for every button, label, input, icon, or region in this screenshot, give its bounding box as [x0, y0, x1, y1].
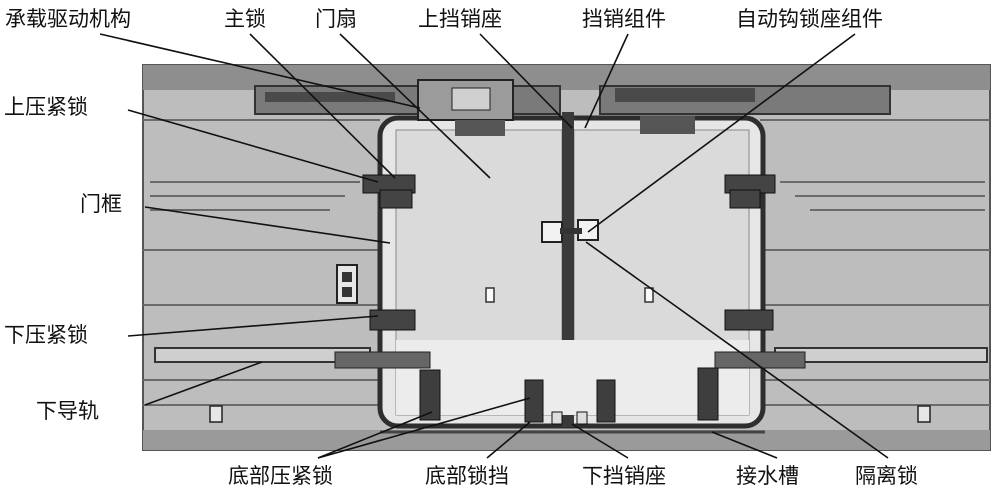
leader-lower-pin-seat — [571, 423, 629, 459]
leader-isolation-lock — [585, 241, 889, 459]
label-bottom-lock-stop: 底部锁挡 — [425, 464, 509, 488]
label-pin-assembly: 挡销组件 — [582, 7, 666, 31]
leader-lines — [99, 33, 889, 459]
small-fixtures — [209, 405, 931, 423]
label-upper-pin-seat: 上挡销座 — [418, 7, 502, 31]
leader-bottom-clamp-lock-b — [317, 397, 531, 459]
leader-lower-clamp-lock — [127, 315, 379, 337]
label-main-lock: 主锁 — [224, 7, 266, 31]
leader-bottom-lock-stop — [486, 421, 531, 459]
carrier-drive-mechanism — [254, 79, 891, 136]
label-door-frame: 门框 — [80, 192, 122, 216]
side-switch-box — [336, 264, 358, 304]
leader-carrier-drive — [99, 33, 421, 109]
lower-guide-rails — [154, 347, 988, 369]
lower-window-area — [396, 340, 749, 415]
label-carrier-drive: 承载驱动机构 — [5, 7, 131, 31]
label-isolation-lock: 隔离锁 — [855, 464, 918, 488]
label-bottom-clamp-lock: 底部压紧锁 — [228, 464, 333, 488]
left-side-panels — [143, 119, 380, 406]
bottom-locks — [419, 367, 719, 425]
leader-lower-rail — [144, 361, 263, 406]
leader-door-leaf — [339, 33, 491, 179]
label-lower-pin-seat: 下挡销座 — [582, 464, 666, 488]
label-auto-hook-seat: 自动钩锁座组件 — [736, 7, 883, 31]
label-drain-channel: 接水槽 — [736, 464, 799, 488]
upper-clamp-locks — [362, 174, 776, 209]
leader-door-frame — [144, 206, 391, 244]
leader-upper-pin-seat — [479, 33, 573, 129]
auto-hook-lock-seat — [541, 219, 599, 243]
label-door-leaf: 门扇 — [315, 7, 357, 31]
structure-bottom-band — [143, 430, 990, 450]
label-lower-rail: 下导轨 — [36, 399, 99, 423]
leader-drain-channel — [711, 431, 778, 459]
leader-main-lock — [249, 33, 396, 179]
leader-bottom-clamp-lock-a — [317, 411, 433, 459]
label-lower-clamp-lock: 下压紧锁 — [4, 323, 88, 347]
lower-clamp-locks — [369, 309, 774, 331]
right-side-panels — [760, 119, 990, 406]
leader-pin-assembly — [584, 33, 629, 129]
door-handles — [485, 287, 654, 303]
leader-auto-hook-seat — [587, 33, 856, 233]
label-upper-clamp-lock: 上压紧锁 — [4, 95, 88, 119]
leader-upper-clamp-lock — [127, 109, 379, 183]
